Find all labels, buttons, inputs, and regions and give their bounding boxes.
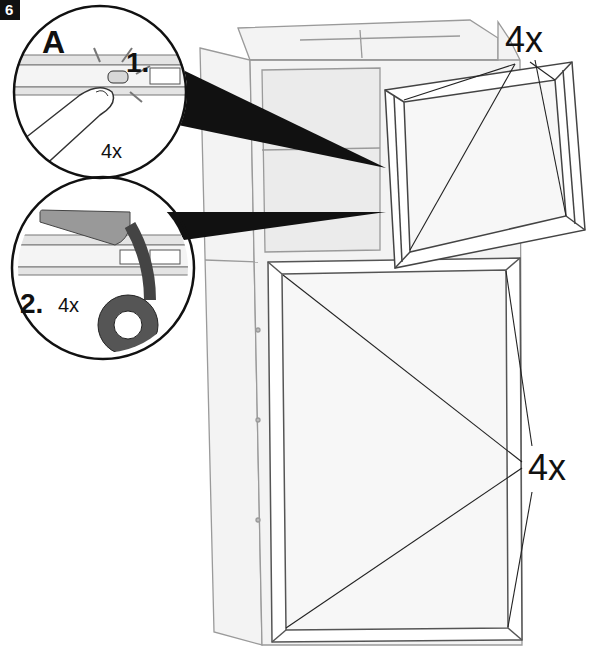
step-tab xyxy=(0,0,20,20)
detail-tape xyxy=(0,210,210,355)
step-number: 1. xyxy=(126,49,149,77)
quantity: 4x xyxy=(101,141,122,161)
circle-outline xyxy=(14,6,186,178)
quantity: 4x xyxy=(528,450,566,486)
quantity: 4x xyxy=(505,22,543,58)
figure-number: 6 xyxy=(5,2,13,17)
upper-door-frame xyxy=(385,62,585,268)
detail-circle: 1. 4x xyxy=(13,5,187,179)
zoom-wedge xyxy=(166,212,386,240)
detail-circle: 2. 4x xyxy=(18,183,188,353)
quantity: 4x xyxy=(58,295,79,315)
leader-line xyxy=(283,60,566,628)
circle-outline xyxy=(13,5,187,179)
zoom-wedge xyxy=(178,70,386,168)
lower-door-frame xyxy=(268,258,522,642)
circle-outline xyxy=(18,183,188,353)
circle-outline xyxy=(12,177,194,359)
step-number: 2. xyxy=(20,290,43,318)
figure-letter: A xyxy=(42,26,65,58)
